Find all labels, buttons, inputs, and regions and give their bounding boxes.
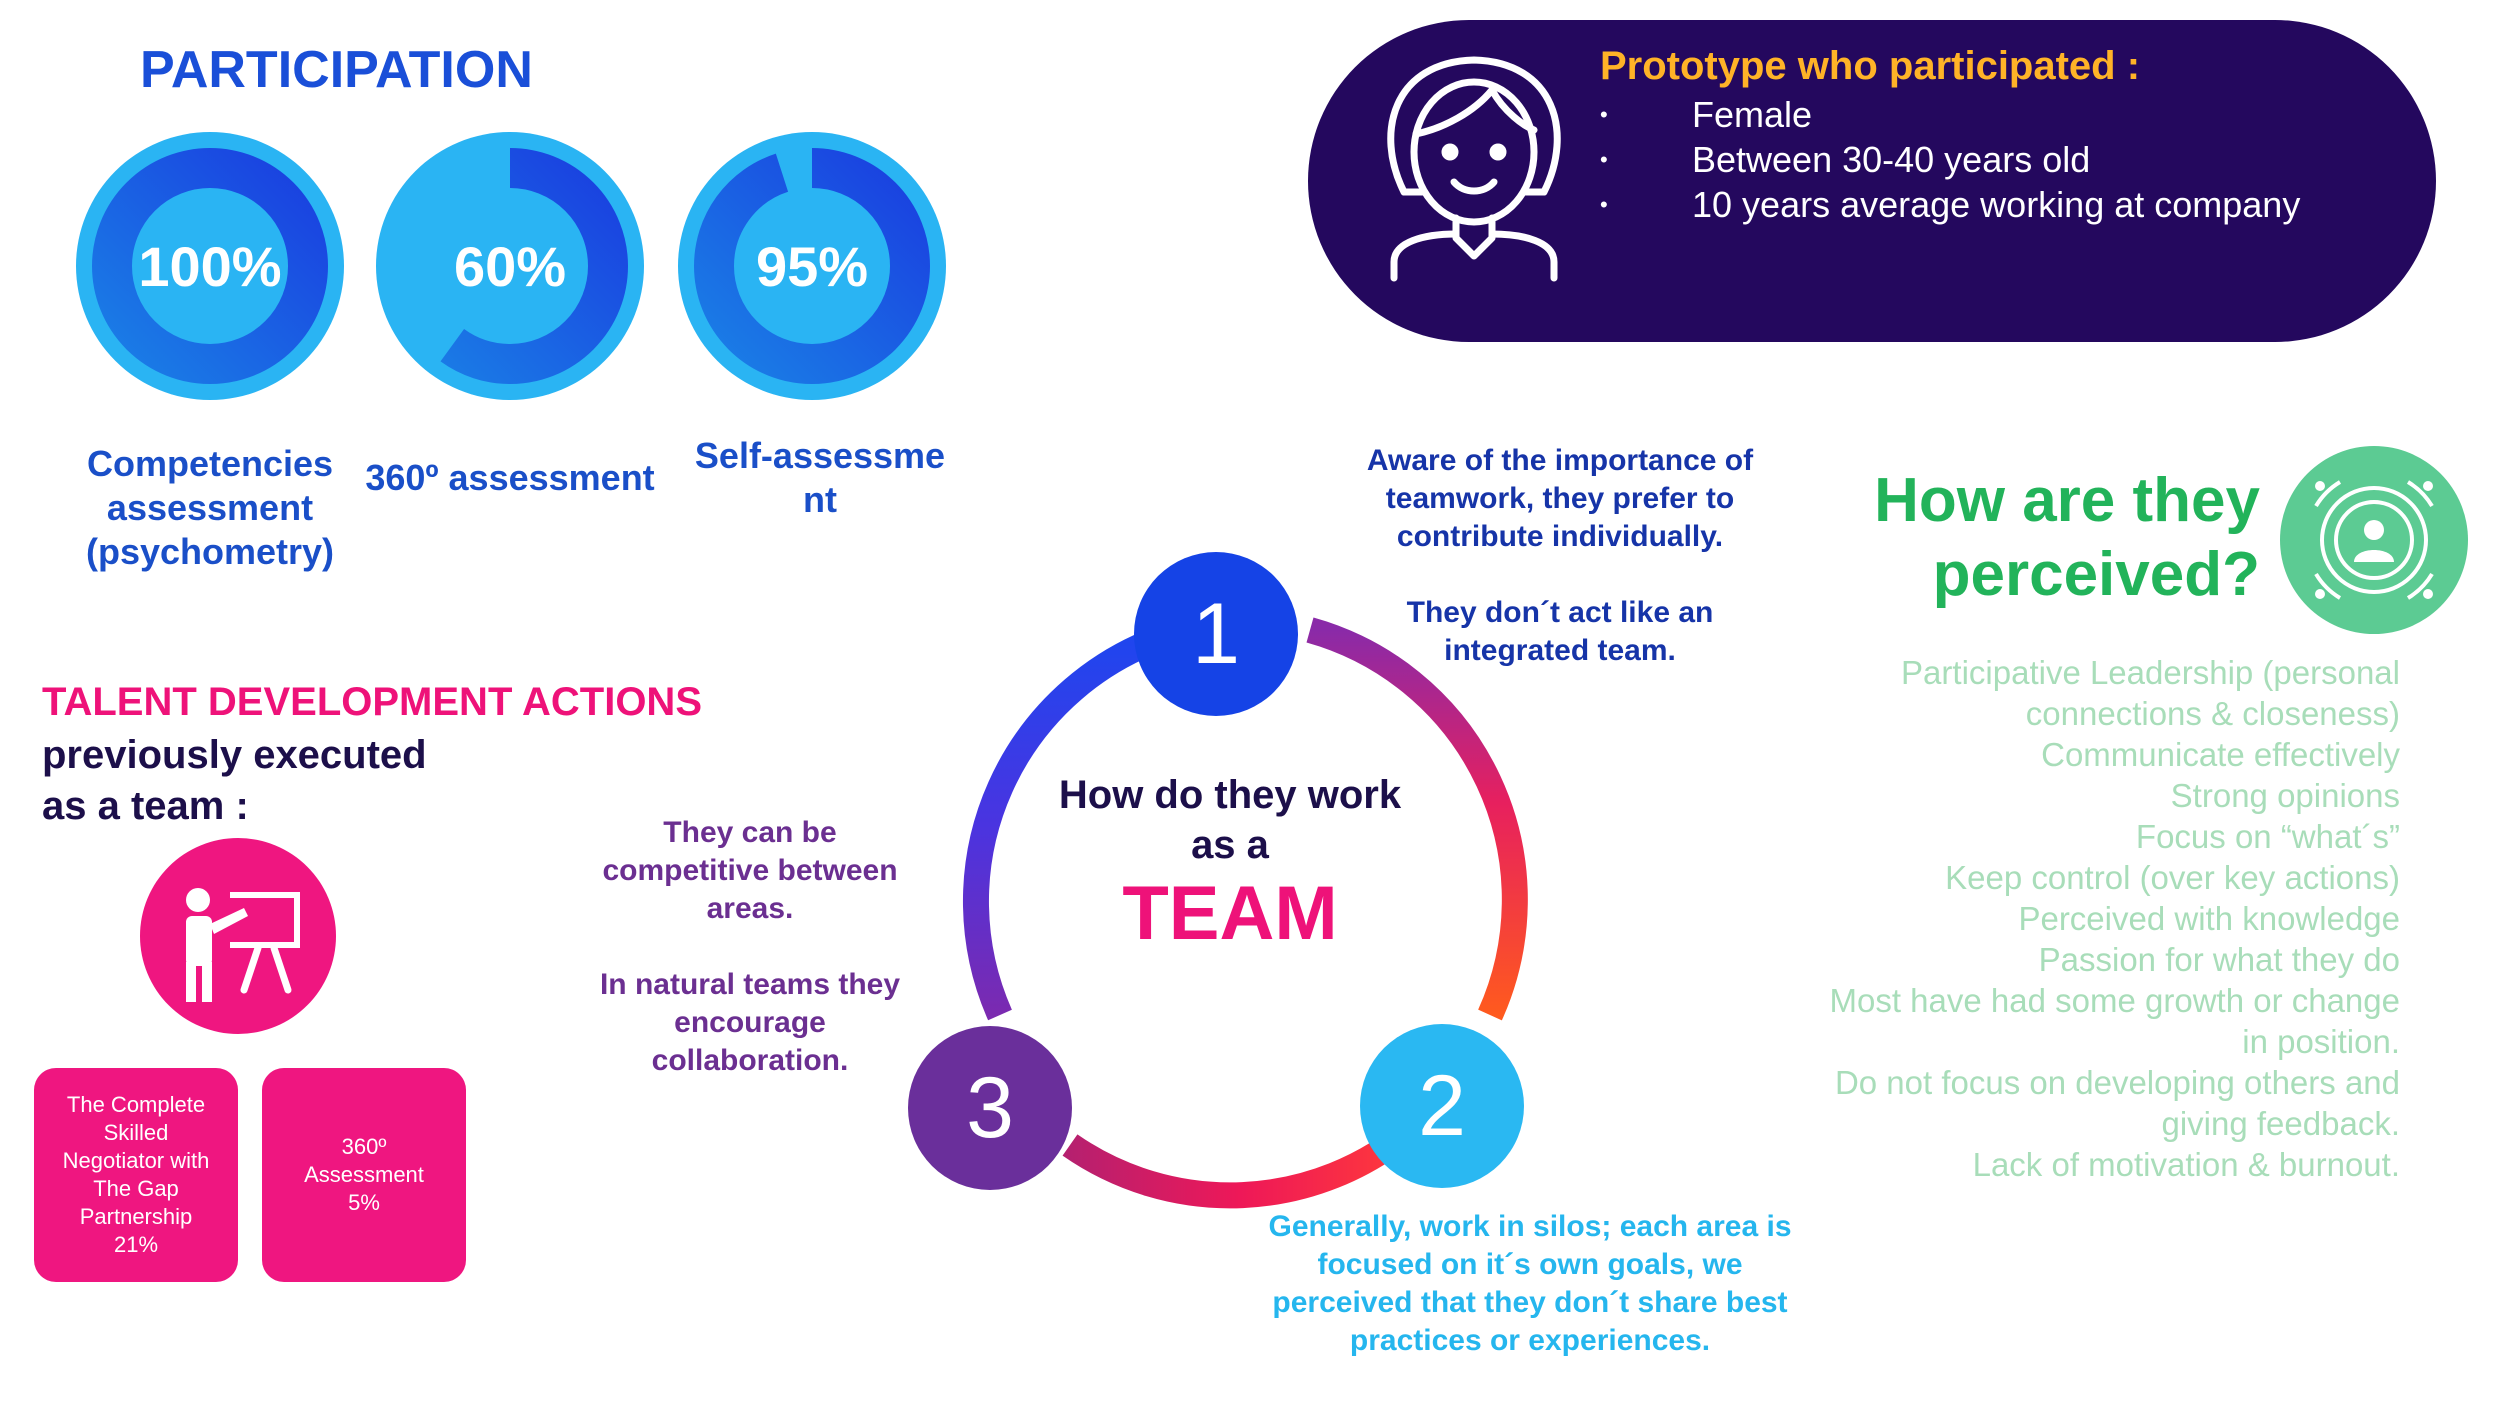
note-line: Generally, work in silos; each area is — [1268, 1210, 1792, 1243]
donut-svg — [376, 132, 644, 400]
card-line: The Complete — [66, 1092, 206, 1117]
subtitle-line: previously executed — [42, 733, 427, 777]
participation-title: PARTICIPATION — [140, 41, 533, 99]
perceived-item: Focus on “what´s” — [2135, 818, 2400, 855]
perceived-title: How are they perceived? — [1840, 464, 2260, 612]
label-line: nt — [803, 479, 837, 520]
participation-label-competencies: Competencies assessment (psychometry) — [70, 442, 350, 574]
target-person-icon — [2280, 446, 2468, 634]
donut-chart-360: 60% — [372, 128, 648, 404]
prototype-item: 10 years average working at company — [1600, 182, 2300, 227]
donut-svg — [76, 132, 344, 400]
participation-label-360: 360º assessment — [360, 456, 660, 500]
prototype-list: Female Between 30-40 years old 10 years … — [1600, 92, 2300, 227]
question-line: as a — [1191, 823, 1269, 867]
team-note-2: Generally, work in silos; each area is f… — [1240, 1208, 1820, 1360]
perceived-list: Participative Leadership (personal conne… — [1800, 652, 2401, 1185]
team-cycle-ring — [900, 540, 1560, 1220]
perceived-item: Keep control (over key actions) — [1945, 859, 2400, 896]
label-line: 360º assessment — [365, 457, 655, 498]
prototype-title: Prototype who participated : — [1600, 44, 2141, 88]
donut-value-arc — [392, 148, 628, 384]
perceived-item: in position. — [2242, 1023, 2400, 1060]
note-line: competitive between — [602, 854, 898, 887]
perceived-item: Most have had some growth or change — [1829, 982, 2401, 1019]
talent-subtitle: previously executed as a team : — [42, 730, 522, 832]
note-line: areas. — [706, 892, 794, 925]
perceived-item: Strong opinions — [2170, 777, 2400, 814]
talent-card-negotiator: The Complete Skilled Negotiator with The… — [34, 1068, 238, 1282]
perceived-item: Lack of motivation & burnout. — [1972, 1146, 2400, 1183]
presentation-icon — [140, 838, 336, 1034]
cycle-step-3: 3 — [908, 1026, 1072, 1190]
note-line: encourage — [674, 1006, 826, 1039]
note-line: practices or experiences. — [1349, 1324, 1711, 1357]
donut-percentage: 60% — [453, 234, 567, 298]
title-line: How are they — [1874, 466, 2260, 535]
perceived-item: Communicate effectively — [2041, 736, 2400, 773]
cycle-step-1: 1 — [1134, 552, 1298, 716]
team-note-1: Aware of the importance of teamwork, the… — [1300, 442, 1820, 670]
subtitle-line: as a team : — [42, 784, 249, 828]
note-line: collaboration. — [651, 1044, 849, 1077]
label-line: (psychometry) — [85, 531, 335, 572]
note-line: teamwork, they prefer to — [1385, 482, 1735, 515]
perceived-item: Passion for what they do — [2038, 941, 2400, 978]
card-line: Assessment — [304, 1162, 424, 1187]
question-line: How do they work — [1058, 773, 1402, 817]
donut-svg — [678, 132, 946, 400]
participation-label-self: Self-assessme nt — [680, 434, 960, 522]
label-line: Self-assessme — [694, 435, 946, 476]
talent-card-360: 360º Assessment 5% — [262, 1068, 466, 1282]
card-line: Partnership — [79, 1204, 193, 1229]
cycle-step-2: 2 — [1360, 1024, 1524, 1188]
donut-value-arc — [92, 148, 328, 384]
prototype-item: Between 30-40 years old — [1600, 137, 2300, 182]
donut-chart-competencies: 100% — [72, 128, 348, 404]
perceived-item: connections & closeness) — [2025, 695, 2400, 732]
note-line: perceived that they don´t share best — [1272, 1286, 1788, 1319]
note-line: In natural teams they — [599, 968, 901, 1001]
card-line: Skilled — [103, 1120, 169, 1145]
team-highlight: TEAM — [1122, 871, 1338, 956]
note-line: integrated team. — [1444, 634, 1676, 667]
donut-chart-self: 95% — [674, 128, 950, 404]
donut-value-arc — [694, 148, 930, 384]
note-spacer — [1300, 556, 1820, 594]
woman-avatar-icon — [1364, 42, 1584, 282]
note-line: focused on it´s own goals, we — [1317, 1248, 1743, 1281]
talent-title: TALENT DEVELOPMENT ACTIONS — [42, 680, 702, 724]
donut-percentage: 100% — [138, 234, 282, 298]
card-line: The Gap — [93, 1176, 179, 1201]
perceived-item: Participative Leadership (personal — [1901, 654, 2400, 691]
perceived-item: giving feedback. — [2161, 1105, 2401, 1142]
perceived-item: Perceived with knowledge — [2018, 900, 2400, 937]
note-line: contribute individually. — [1396, 520, 1724, 553]
team-question: How do they work as a — [1030, 770, 1430, 870]
card-line: Negotiator with — [62, 1148, 210, 1173]
note-line: Aware of the importance of — [1366, 444, 1754, 477]
perceived-item: Do not focus on developing others and — [1834, 1064, 2400, 1101]
label-line: Competencies — [86, 443, 334, 484]
label-line: assessment — [106, 487, 314, 528]
note-line: They can be — [663, 816, 837, 849]
card-line: 360º — [341, 1134, 387, 1159]
donut-percentage: 95% — [755, 234, 869, 298]
prototype-item: Female — [1600, 92, 2300, 137]
card-line: 21% — [113, 1232, 159, 1257]
note-line: They don´t act like an — [1406, 596, 1714, 629]
title-line: perceived? — [1932, 540, 2260, 609]
note-spacer — [580, 928, 920, 966]
card-line: 5% — [348, 1190, 380, 1215]
team-note-3: They can be competitive between areas. I… — [580, 814, 920, 1080]
